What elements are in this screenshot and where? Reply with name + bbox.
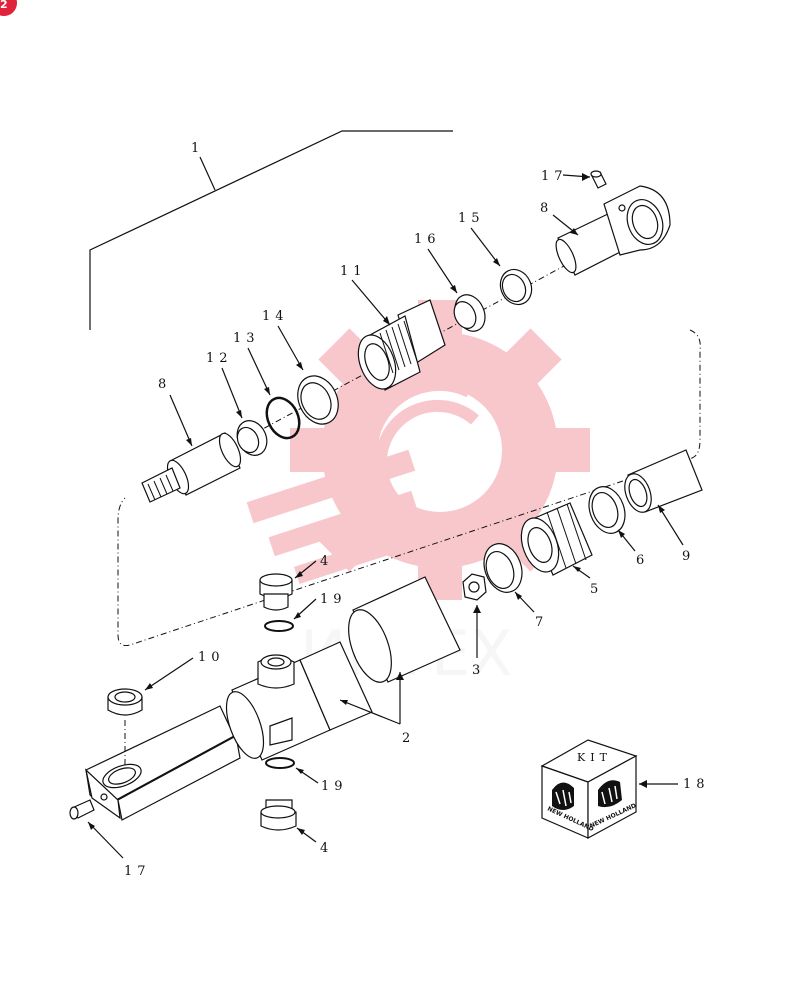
label-oring-top: 19 — [320, 592, 347, 607]
page-badge[interactable]: 2 — [0, 0, 17, 16]
label-oring-13: 13 — [233, 331, 260, 346]
plug-top[interactable] — [259, 573, 293, 611]
ring-16[interactable] — [449, 290, 490, 336]
bushing-10[interactable] — [107, 688, 143, 716]
label-barrel: 2 — [402, 731, 415, 746]
bushing-9[interactable] — [620, 449, 703, 516]
label-grease-fitting-top: 17 — [541, 169, 568, 184]
label-seal-6: 6 — [636, 553, 649, 568]
label-bushing-10: 10 — [198, 650, 225, 665]
seal-6[interactable] — [583, 482, 631, 539]
label-oring-bottom: 19 — [321, 779, 348, 794]
nut[interactable] — [462, 573, 487, 601]
oring-bottom[interactable] — [265, 757, 295, 769]
plug-bottom[interactable] — [260, 799, 297, 831]
barrel-tube[interactable] — [340, 576, 461, 688]
grease-fitting-top[interactable] — [590, 170, 607, 189]
oring-top[interactable] — [264, 620, 294, 632]
label-ring-15: 15 — [458, 211, 485, 226]
label-rod: 8 — [158, 377, 171, 392]
ring-12[interactable] — [232, 416, 273, 460]
label-plug-bottom: 4 — [320, 841, 333, 856]
label-gland: 11 — [340, 264, 367, 279]
ring-14[interactable] — [290, 369, 346, 430]
label-rod-end-eye: 8 — [540, 201, 553, 216]
oring-13[interactable] — [261, 393, 306, 444]
label-nut: 3 — [472, 663, 485, 678]
label-grease-fitting-bottom: 17 — [124, 864, 151, 879]
rod-end-eye[interactable] — [552, 185, 671, 276]
label-seal-7: 7 — [535, 615, 548, 630]
gland[interactable] — [351, 299, 446, 394]
label-bushing-9: 9 — [682, 549, 695, 564]
label-piston: 5 — [590, 582, 603, 597]
assembly-bracket: 1 — [89, 130, 453, 330]
label-ring-12: 12 — [206, 351, 233, 366]
page-badge-text: 2 — [0, 0, 8, 11]
barrel-body[interactable] — [85, 641, 373, 821]
kit-box[interactable]: KIT NEW HOLLAND NEW HOLLAND — [540, 739, 638, 840]
label-kit: 18 — [683, 777, 710, 792]
label-plug-top: 4 — [320, 554, 333, 569]
label-ring-16: 16 — [414, 232, 441, 247]
ring-15[interactable] — [495, 264, 537, 309]
label-assembly: 1 — [191, 141, 204, 156]
seal-7[interactable] — [478, 538, 529, 597]
rod[interactable] — [141, 430, 245, 503]
grease-fitting-bottom[interactable] — [69, 793, 108, 820]
piston[interactable] — [514, 502, 593, 577]
label-ring-14: 14 — [262, 309, 289, 324]
kit-title: KIT — [577, 751, 612, 764]
